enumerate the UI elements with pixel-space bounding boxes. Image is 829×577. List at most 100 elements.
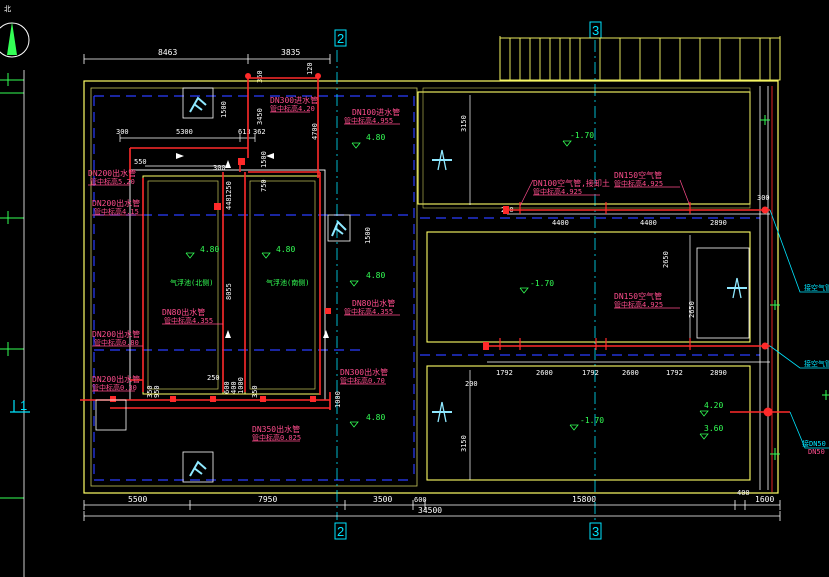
svg-text:2: 2 (337, 31, 344, 46)
aeration-tanks[interactable] (417, 86, 769, 490)
dim-mid-950a: 950 (153, 385, 161, 398)
dim-pipe-2890b: 2890 (710, 369, 727, 377)
pipe-label-sub: 管中标高4.15 (94, 207, 139, 216)
level-label: 3.60 (704, 424, 723, 433)
dim-mid-350a: 350 (146, 385, 154, 398)
pipe-label: DN80出水管 (162, 307, 205, 317)
dim-bottom-400: 400 (737, 489, 750, 497)
dim-left-448: 448 (225, 197, 233, 210)
level-label: 4.80 (200, 245, 219, 254)
dim-pipe-2890a: 2890 (710, 219, 727, 227)
outer-wall[interactable] (83, 80, 779, 494)
svg-text:3: 3 (592, 524, 599, 539)
sump-pit (95, 399, 127, 431)
dim-right-300: 300 (757, 194, 770, 202)
north-arrow-icon: 北 (0, 5, 30, 58)
level-markers (185, 140, 709, 440)
dim-mid-1000: 1000 (237, 377, 245, 394)
dim-pipe-2600a: 2600 (536, 369, 553, 377)
pump-icon[interactable] (327, 214, 351, 242)
dim-pipe-1792c: 1792 (666, 369, 683, 377)
pipe-label: DN200出水管 (88, 168, 136, 178)
dim-top-120: 120 (306, 62, 314, 75)
dim-bottom-5500: 5500 (128, 495, 147, 504)
pipe-label-sub: 管中标高4.20 (270, 104, 315, 113)
right-note-3: 接DN50 (802, 439, 826, 448)
right-note-2: 接空气管-2 (804, 359, 829, 368)
pipe-label: DN300出水管 (340, 367, 388, 377)
air-diffuser-drops (499, 202, 691, 350)
dim-top-3835: 3835 (281, 48, 300, 57)
north-label: 北 (4, 5, 11, 13)
level-label: 4.80 (276, 245, 295, 254)
air-pipe-network[interactable] (485, 86, 790, 492)
level-label: 4.20 (704, 401, 723, 410)
dim-top-4700: 4700 (311, 123, 319, 140)
pump-icon[interactable] (182, 87, 214, 119)
dim-mid-350b: 350 (251, 385, 259, 398)
mixer-icon[interactable] (432, 401, 452, 423)
dim-right-2650a: 2650 (662, 251, 670, 268)
right-outlet-leaders (769, 209, 829, 449)
tank-label-north: 气浮池(北侧) (170, 278, 213, 287)
dim-bottom-7950: 7950 (258, 495, 277, 504)
pipe-label-dn50: DN50 (808, 448, 825, 456)
dim-pipe-4400b: 4400 (640, 219, 657, 227)
pipe-label-sub: 管中标高4.355 (344, 307, 393, 316)
pipe-label-leaders (88, 111, 691, 442)
grid-axis-2-top: 2 (334, 29, 347, 47)
level-label: 4.80 (366, 133, 385, 142)
pump-icon[interactable] (182, 451, 214, 483)
level-label: -1.70 (580, 416, 604, 425)
mixer-icon[interactable] (432, 149, 452, 171)
dim-pipe-1792b: 1792 (582, 369, 599, 377)
dim-right-3150b: 3150 (460, 435, 468, 452)
pipe-label: DN350出水管 (252, 424, 300, 434)
dim-top-3450: 3450 (256, 108, 264, 125)
dim-left-300: 300 (116, 128, 129, 136)
dim-bottom-15800: 15800 (572, 495, 596, 504)
stair-structure (499, 36, 781, 81)
dim-mid-250: 250 (207, 374, 220, 382)
grid-axis-3-bottom: 3 (589, 522, 602, 540)
dim-right-200b: 200 (465, 380, 478, 388)
dim-left-550: 550 (134, 158, 147, 166)
dim-bottom-1600: 1600 (755, 495, 774, 504)
dim-left-1500a: 1500 (220, 101, 228, 118)
grid-axis-marker-1: 1 (10, 398, 30, 413)
dim-top-8463: 8463 (158, 48, 177, 57)
dim-pipe-1792a: 1792 (496, 369, 513, 377)
right-dim-lines (469, 95, 770, 480)
dim-mid-600: 600 (223, 381, 231, 394)
pipe-label: DN150空气管 (614, 170, 662, 180)
dim-top-360: 360 (256, 70, 264, 83)
pipe-label: DN200出水管 (92, 198, 140, 208)
svg-text:1: 1 (20, 398, 27, 413)
pipe-labels: DN300进水管 管中标高4.20 DN100进水管 管中标高4.955 DN2… (88, 95, 825, 456)
pipe-label-sub: 管中标高4.955 (344, 116, 393, 125)
pipe-label-sub: 管中标高4.355 (164, 316, 213, 325)
pipe-label: DN200出水管 (92, 329, 140, 339)
dim-right-2650b: 2650 (688, 301, 696, 318)
dim-left-750: 750 (260, 179, 268, 192)
dim-bottom-total: 34500 (418, 506, 442, 515)
right-note-1: 接空气管-1 (804, 283, 829, 292)
pipe-label-sub: 管中标高0.70 (340, 376, 385, 385)
tank-label-south: 气浮池(南侧) (266, 278, 309, 287)
dim-mid-8055: 8055 (225, 283, 233, 300)
dim-left-5300: 5300 (176, 128, 193, 136)
dim-bottom-600: 600 (414, 496, 427, 504)
air-pipe-valves[interactable] (483, 206, 773, 417)
level-label: 4.80 (366, 413, 385, 422)
pipe-valves-left[interactable] (110, 73, 331, 402)
dim-left-300b: 300 (213, 164, 226, 172)
mixer-icon[interactable] (727, 277, 747, 299)
pipe-label: DN150空气管 (614, 291, 662, 301)
pipe-label: DN100空气管,接卸土 (533, 178, 610, 188)
dim-mid-1000b: 1000 (334, 391, 342, 408)
dim-left-362: 362 (253, 128, 266, 136)
pipe-label-sub: 管中标高0.80 (94, 338, 139, 347)
dim-left-1250: 1250 (225, 181, 233, 198)
grid-axis-2-bottom: 2 (334, 522, 347, 540)
